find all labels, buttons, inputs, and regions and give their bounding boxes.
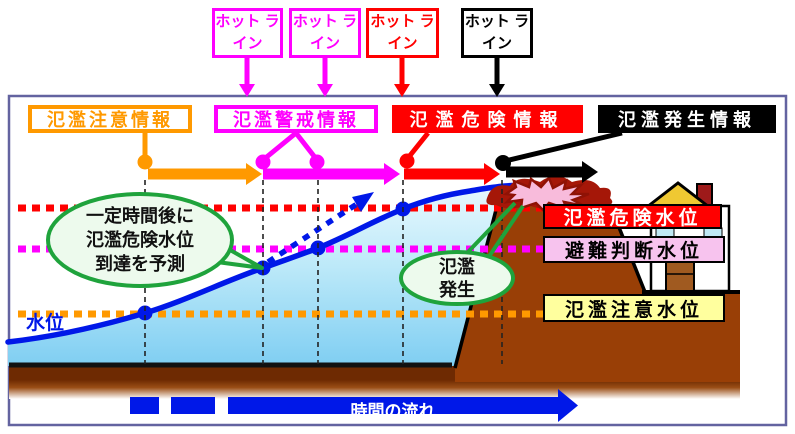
river-bed-fade <box>9 380 740 399</box>
hotline-label: ホット ライン <box>292 13 358 52</box>
info-box-connectors <box>137 130 623 171</box>
flood-info-label: 氾濫警戒情報 <box>233 110 359 130</box>
flood-occurrence-info-box: 氾濫発生情報 <box>598 105 776 133</box>
hotline-label: ホット ライン <box>215 13 280 52</box>
hotline-label: ホット ライン <box>370 13 435 52</box>
flood-info-label: 氾濫発生情報 <box>618 110 756 130</box>
hotline-box-2: ホット ライン <box>289 8 361 58</box>
flood-warning-info-box: 氾濫警戒情報 <box>214 105 378 133</box>
evacuation-water-level-box: 避難判断水位 <box>543 236 725 263</box>
caution-water-level-box: 氾濫注意水位 <box>543 294 725 322</box>
prediction-arrow <box>266 192 374 265</box>
water-level-label: 氾濫危険水位 <box>563 208 702 229</box>
river-water-fill <box>8 186 505 366</box>
prediction-callout-text: 一定時間後に 氾濫危険水位 到達を予測 <box>86 206 194 274</box>
occurrence-callout-bubble <box>399 201 525 306</box>
water-level-label: 氾濫注意水位 <box>564 299 703 321</box>
hotline-label: ホット ライン <box>464 13 530 52</box>
time-flow-label: 時間の流れ <box>350 402 436 421</box>
overflow-splash-icon <box>486 175 613 212</box>
prediction-callout-bubble <box>46 192 264 288</box>
stage-arrows <box>148 161 598 185</box>
hotline-box-3: ホット ライン <box>366 8 439 58</box>
flood-info-label: 氾濫危険情報 <box>409 110 566 130</box>
hotline-box-1: ホット ライン <box>212 8 283 58</box>
water-level-axis-label: 水位 <box>26 313 65 334</box>
time-flow-arrow <box>130 389 578 422</box>
flood-caution-info-box: 氾濫注意情報 <box>28 105 192 133</box>
curve-point-markers <box>137 201 411 321</box>
flood-danger-info-box: 氾濫危険情報 <box>392 105 583 133</box>
hotline-arrows <box>239 58 505 97</box>
water-level-label: 避難判断水位 <box>564 241 703 262</box>
occurrence-callout-text: 氾濫 発生 <box>439 257 475 300</box>
hotline-box-4: ホット ライン <box>461 8 533 58</box>
danger-water-level-box: 氾濫危険水位 <box>543 204 722 229</box>
flood-info-label: 氾濫注意情報 <box>47 110 173 130</box>
